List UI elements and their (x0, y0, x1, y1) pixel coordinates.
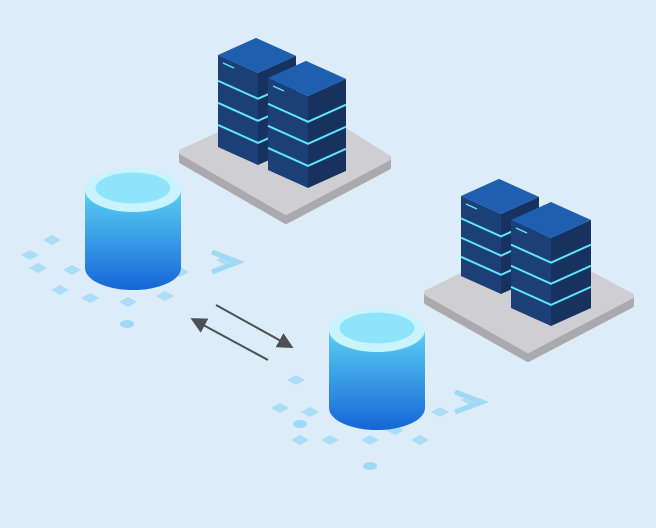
decor-tile (51, 285, 69, 295)
database-1 (85, 168, 181, 290)
server-light-strip (267, 147, 347, 168)
decor-tile (321, 435, 339, 445)
decor-tile (361, 435, 379, 445)
decor-chevron (211, 249, 245, 275)
database-top-inner (95, 172, 171, 204)
arrow-right (215, 304, 294, 348)
decor-chevron (454, 389, 490, 415)
server-light-strip (267, 124, 347, 145)
decor-tile (21, 250, 39, 260)
database-body (85, 190, 181, 290)
server-left-face (218, 55, 258, 165)
server-indicator (272, 85, 285, 92)
decor-tile (287, 375, 305, 385)
server-rack-1 (179, 37, 391, 224)
database-2 (329, 308, 425, 430)
arrow-left (190, 318, 269, 361)
database-body (329, 330, 425, 430)
decor-tile (43, 235, 61, 245)
server-top-face (511, 202, 591, 238)
server-right-face (308, 78, 346, 188)
decor-dot (293, 420, 307, 428)
decor-tile (301, 407, 319, 417)
decor-dot (363, 462, 377, 470)
decor-dot (120, 320, 134, 328)
server-light-strip (510, 285, 592, 306)
decor-tile (156, 291, 174, 301)
decor-tile (29, 263, 47, 273)
decor-tile (63, 265, 81, 275)
server-top-face (268, 60, 346, 96)
server-light-strip (510, 264, 592, 285)
server-right-face (551, 220, 591, 326)
server-left-face (268, 78, 308, 188)
database-top-inner (339, 312, 415, 344)
server-light-strip (510, 243, 592, 264)
server-indicator (222, 62, 235, 69)
decor-tile (411, 435, 429, 445)
decor-tile (271, 403, 289, 413)
decor-tile (431, 407, 449, 417)
server-left-face (511, 220, 551, 326)
server-indicator (465, 203, 478, 210)
server-light-strip (267, 102, 347, 123)
server-rack-2 (424, 178, 634, 362)
decorative-tiles (21, 235, 490, 470)
decor-tile (119, 297, 137, 307)
decor-tile (81, 293, 99, 303)
decor-tile (291, 435, 309, 445)
server-indicator (515, 227, 528, 234)
server-top-face (218, 37, 296, 73)
sync-arrows (190, 304, 294, 361)
server-top-face (461, 178, 539, 214)
